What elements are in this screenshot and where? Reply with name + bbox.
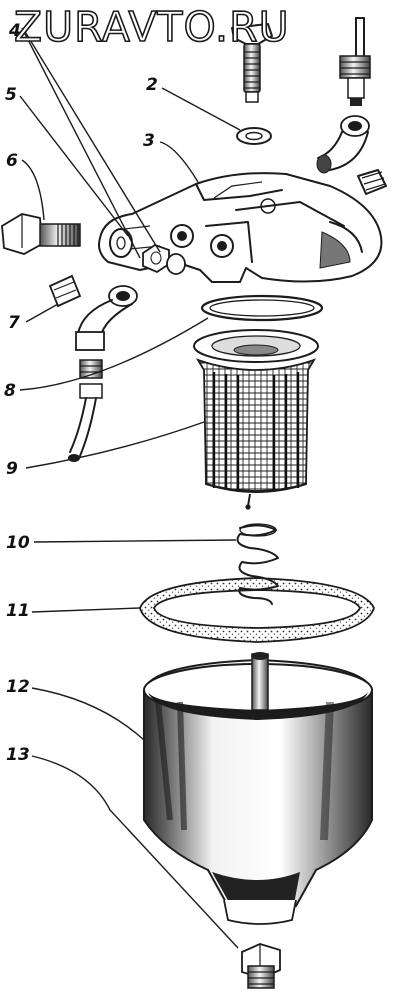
leader-8 <box>19 317 209 391</box>
leader-9 <box>25 421 205 469</box>
drain-plug-elbow-part <box>48 274 138 462</box>
banjo-bolt-part <box>231 23 273 103</box>
callout-label-4: 4 <box>9 21 21 41</box>
watermark-text: ZURAVTO.RU <box>13 3 290 51</box>
callout-label-9: 9 <box>6 459 18 479</box>
elbow-fitting-part <box>316 115 370 174</box>
lock-washer-and-nut-part <box>109 228 186 275</box>
leader-13 <box>31 755 239 949</box>
callout-label-8: 8 <box>4 381 16 401</box>
leader-11 <box>31 607 141 613</box>
leader-2 <box>161 87 241 131</box>
callout-leader-lines <box>19 27 241 949</box>
bowl-gasket-part <box>139 577 375 643</box>
leader-4 <box>21 27 141 259</box>
leader-5 <box>19 95 129 237</box>
drain-bolt-part <box>241 943 281 989</box>
leader-7 <box>25 303 59 323</box>
leader-6 <box>21 159 45 221</box>
callout-label-10: 10 <box>6 533 30 553</box>
gasket-ring-part <box>200 294 324 322</box>
leader-12 <box>31 687 145 741</box>
leader-10 <box>33 539 237 543</box>
fuel-pipe-fitting-part <box>339 17 371 106</box>
callout-label-5: 5 <box>5 85 17 105</box>
callout-label-13: 13 <box>6 745 30 765</box>
callout-label-3: 3 <box>143 131 155 151</box>
leader-3 <box>159 141 199 183</box>
filter-element-part <box>193 329 319 510</box>
leader-4b <box>23 29 161 253</box>
callout-label-7: 7 <box>8 313 20 333</box>
filter-head-part <box>98 172 383 283</box>
filter-bowl-part <box>143 652 373 925</box>
mounting-bolt-part <box>1 213 81 255</box>
plug-part <box>357 169 387 195</box>
callout-label-2: 2 <box>146 75 158 95</box>
callout-label-12: 12 <box>6 677 30 697</box>
spring-part <box>236 523 279 605</box>
callout-label-11: 11 <box>6 601 30 621</box>
callout-label-6: 6 <box>6 151 18 171</box>
